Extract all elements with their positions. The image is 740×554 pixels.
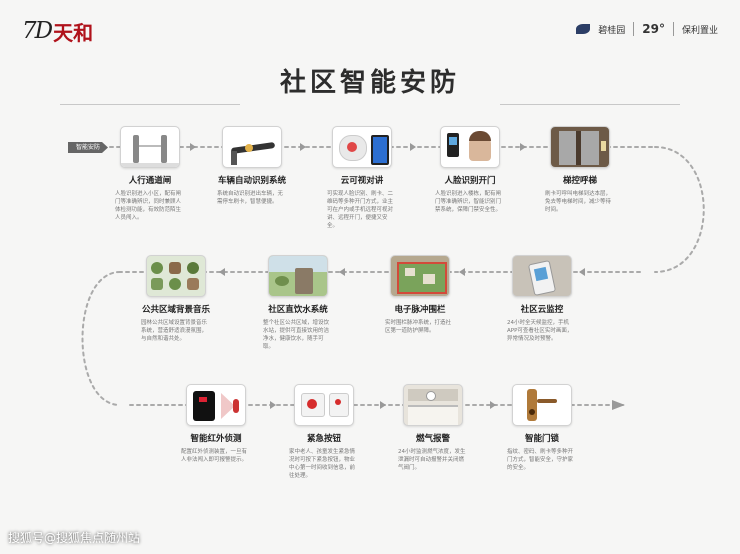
emergency-button-icon	[294, 384, 354, 426]
divider	[633, 22, 635, 36]
node-vehicle-recognition: 车辆自动识别系统 系统自动识别进出车辆，无需停车刷卡，智慧便捷。	[192, 126, 312, 206]
country-garden-logo-icon	[576, 24, 591, 34]
watermark: 搜狐号@搜狐焦点随州站	[8, 531, 141, 545]
smart-lock-icon	[512, 384, 572, 426]
elevator-call-icon	[550, 126, 610, 168]
node-description: 实时围栏脉冲系统，打造社区第一道防护屏障。	[385, 320, 452, 334]
node-elevator-call: 梯控呼梯 刷卡可呼叫电梯到达本层，免去等电梯时间，减少等待时间。	[520, 126, 640, 214]
node-description: 人脸识别进入小区，配有闸门等准确辨识，同时兼顾人体检测功能，有效防范陌生人员闯入…	[115, 191, 182, 221]
node-description: 园林公共区域设置背景音乐系统，营造舒适浪漫氛围，与自然和谐共处。	[141, 320, 208, 342]
node-label: 云可视对讲	[340, 176, 384, 186]
node-pedestrian-gate: 人行通道闸 人脸识别进入小区，配有闸门等准确辨识，同时兼顾人体检测功能，有效防范…	[90, 126, 210, 222]
node-label: 人脸识别开门	[444, 176, 496, 186]
node-description: 系统自动识别进出车辆，无需停车刷卡，智慧便捷。	[217, 191, 284, 205]
node-label: 燃气报警	[415, 434, 450, 444]
divider	[672, 22, 674, 36]
node-label: 智能门锁	[524, 434, 559, 444]
brand-poly: 保利置业	[681, 25, 718, 36]
brand-name: 天和	[53, 20, 94, 45]
node-description: 24小时监测燃气浓度，发生泄漏时可自动报警并关闭燃气阀门。	[398, 449, 466, 471]
electronic-fence-icon	[390, 255, 450, 297]
node-label: 梯控呼梯	[562, 176, 597, 186]
node-label: 人行通道闸	[128, 176, 172, 186]
title-divider-right	[500, 104, 680, 105]
node-electronic-fence: 电子脉冲围栏 实时围栏脉冲系统，打造社区第一道防护屏障。	[360, 255, 480, 335]
brand-country-garden: 碧桂园	[598, 25, 626, 36]
node-label: 车辆自动识别系统	[217, 176, 286, 186]
barrier-camera-icon	[222, 126, 282, 168]
node-description: 人脸识别进入楼栋，配有闸门等准确辨识，智能识别门禁系统，保障门禁安全性。	[435, 191, 502, 213]
node-label: 社区云监控	[520, 305, 564, 315]
node-description: 指纹、密码、刷卡等多种开门方式，智能安全，守护家的安全。	[507, 449, 574, 471]
gas-alarm-icon	[403, 384, 463, 426]
node-label: 电子脉冲围栏	[394, 305, 446, 315]
node-infrared-detection: 智能红外侦测 配置红外侦测装置，一旦有人非法闯入即可报警提示。	[156, 384, 276, 464]
title-divider-left	[60, 104, 240, 105]
node-emergency-button: 紧急按钮 家中老人、孩童发生紧急情况时可按下紧急按钮，物业中心第一时间收到信息，…	[264, 384, 384, 480]
node-label: 智能红外侦测	[190, 434, 242, 444]
node-face-recognition: 人脸识别开门 人脸识别进入楼栋，配有闸门等准确辨识，智能识别门禁系统，保障门禁安…	[410, 126, 530, 214]
node-label: 公共区域背景音乐	[141, 305, 210, 315]
node-direct-drinking-water: 社区直饮水系统 整个社区公共区域，增设饮水站，提供可直接饮用的洁净水，健康饮水，…	[238, 255, 358, 351]
turnstile-gate-icon	[120, 126, 180, 168]
brand-29-degree: 29°	[642, 22, 665, 36]
brand-logos-right: 碧桂园 29° 保利置业	[576, 22, 718, 36]
page-title: 社区智能安防	[279, 68, 460, 98]
brand-number: 7D	[22, 18, 53, 44]
node-description: 整个社区公共区域，增设饮水站，提供可直接饮用的洁净水，健康饮水，随手可取。	[263, 320, 330, 350]
flow-arrows	[190, 143, 625, 410]
cloud-monitor-icon	[512, 255, 572, 297]
node-description: 家中老人、孩童发生紧急情况时可按下紧急按钮，物业中心第一时间收到信息，前往处理。	[289, 449, 356, 479]
node-description: 24小时全天候监控，手机APP可查看社区实时画面，异常情况及时预警。	[507, 320, 573, 342]
node-cloud-monitoring: 社区云监控 24小时全天候监控，手机APP可查看社区实时画面，异常情况及时预警。	[482, 255, 602, 343]
node-label: 社区直饮水系统	[268, 305, 328, 315]
node-gas-alarm: 燃气报警 24小时监测燃气浓度，发生泄漏时可自动报警并关闭燃气阀门。	[373, 384, 493, 472]
infrared-detector-icon	[186, 384, 246, 426]
node-smart-lock: 智能门锁 指纹、密码、刷卡等多种开门方式，智能安全，守护家的安全。	[482, 384, 602, 472]
node-background-music: 公共区域背景音乐 园林公共区域设置背景音乐系统，营造舒适浪漫氛围，与自然和谐共处…	[116, 255, 236, 343]
background-music-icon	[146, 255, 206, 297]
water-dispenser-icon	[268, 255, 328, 297]
node-description: 配置红外侦测装置，一旦有人非法闯入即可报警提示。	[181, 449, 248, 463]
cloud-intercom-icon	[332, 126, 392, 168]
node-label: 紧急按钮	[306, 434, 341, 444]
node-description: 可实现人脸识别、刷卡、二维码等多种开门方式，业主可在户内或手机远程可视对讲、远程…	[327, 191, 394, 229]
flow-start-tag: 智能安防	[68, 142, 108, 153]
brand-logo-left: 7D 天和	[22, 18, 94, 45]
node-description: 刷卡可呼叫电梯到达本层，免去等电梯时间，减少等待时间。	[545, 191, 612, 213]
face-recognition-icon	[440, 126, 500, 168]
node-cloud-intercom: 云可视对讲 可实现人脸识别、刷卡、二维码等多种开门方式，业主可在户内或手机远程可…	[302, 126, 422, 230]
